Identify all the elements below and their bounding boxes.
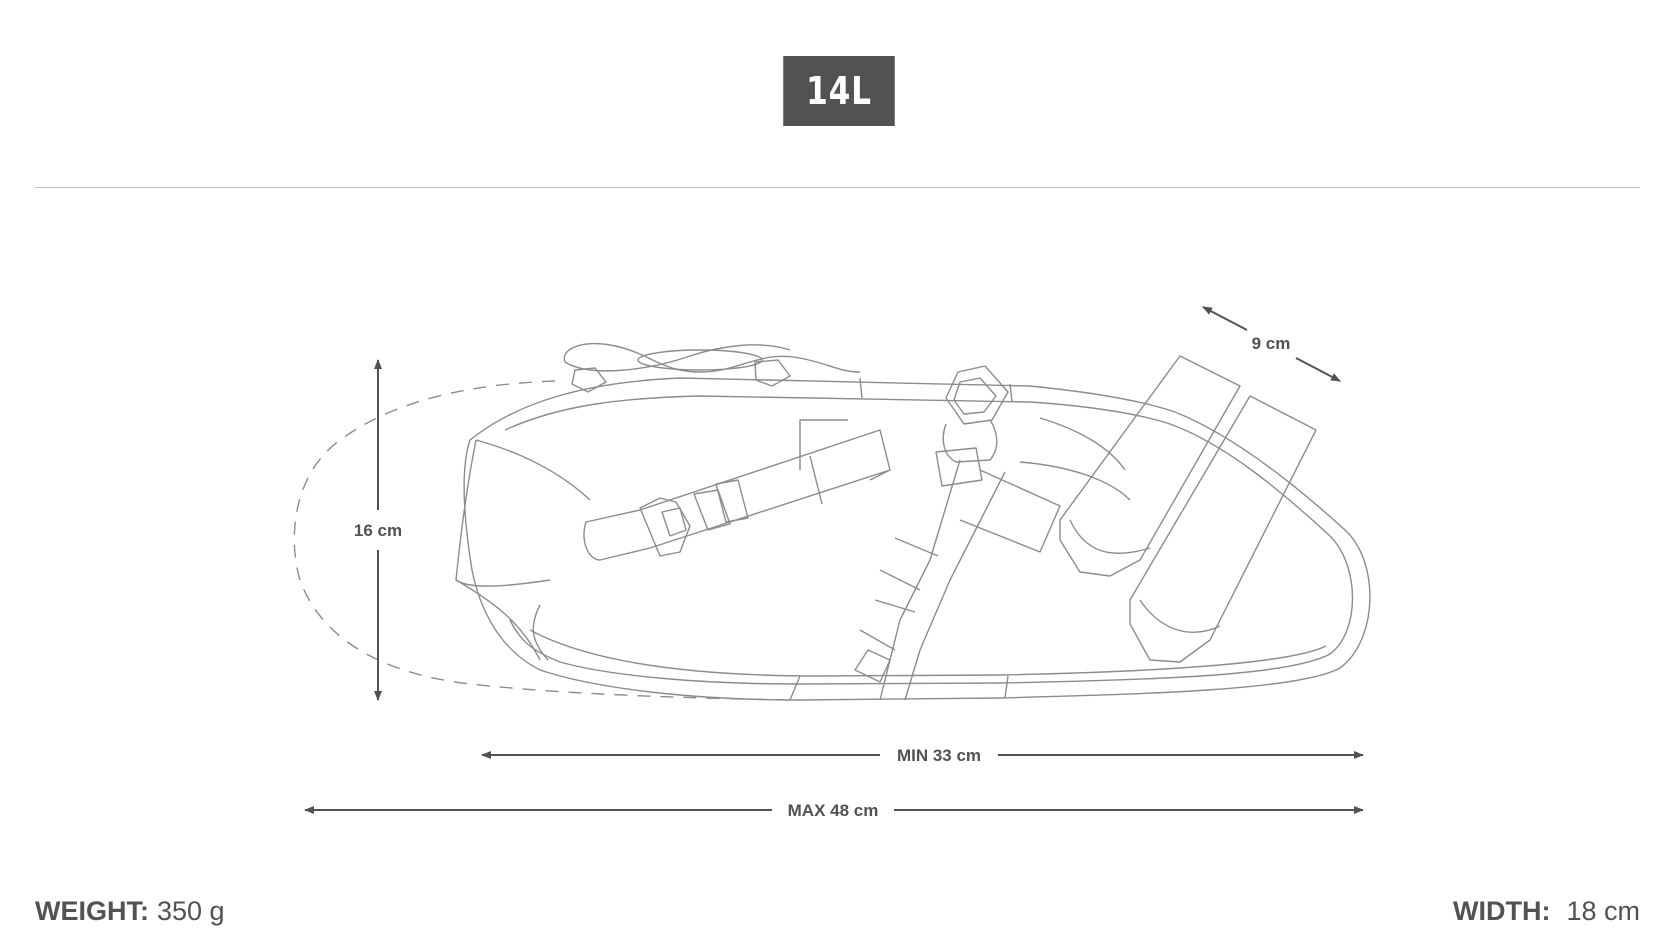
width-spec: WIDTH: 18 cm: [1453, 896, 1640, 927]
weight-value: 350 g: [157, 896, 225, 926]
max-length-dimension: MAX 48 cm: [304, 801, 1364, 820]
extended-outline-dashed: [293, 380, 791, 701]
depth-dimension-label: 9 cm: [1252, 334, 1291, 353]
weight-label: WEIGHT:: [35, 896, 149, 926]
max-length-label: MAX 48 cm: [788, 801, 879, 820]
bungee-cord: [563, 343, 861, 393]
capacity-badge: 14L: [783, 56, 895, 126]
width-value: 18 cm: [1566, 896, 1640, 926]
weight-spec: WEIGHT: 350 g: [35, 896, 225, 927]
bag-body: [455, 355, 1371, 701]
min-length-dimension: MIN 33 cm: [481, 746, 1364, 765]
height-dimension-label: 16 cm: [354, 521, 402, 540]
height-dimension: 16 cm: [354, 359, 402, 701]
header-divider: [35, 187, 1640, 188]
min-length-label: MIN 33 cm: [897, 746, 981, 765]
depth-dimension: 9 cm: [1202, 306, 1341, 382]
width-label: WIDTH:: [1453, 896, 1551, 926]
